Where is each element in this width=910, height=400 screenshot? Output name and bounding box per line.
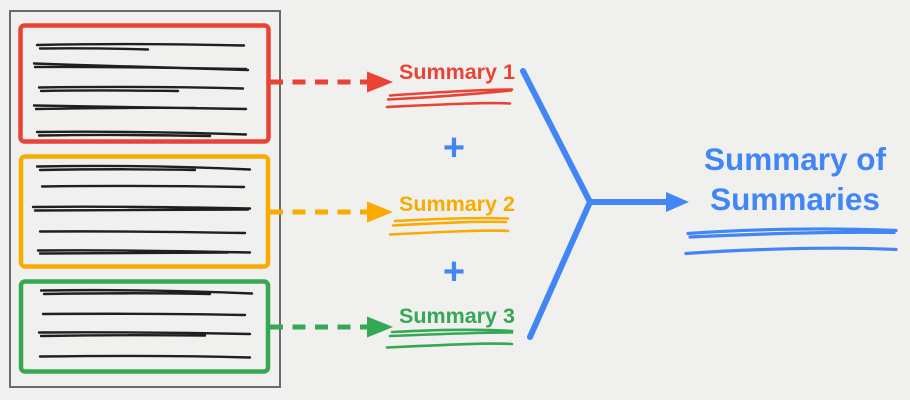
summary-1-scribble: [385, 88, 514, 109]
arrowhead-result-icon: [666, 192, 689, 212]
result-label-line2: Summaries: [710, 181, 880, 217]
plus-operator-top: +: [443, 127, 465, 169]
merge-lines: [520, 68, 669, 340]
result-scribble: [684, 227, 898, 256]
plus-operator-bottom: +: [443, 251, 465, 293]
result-label-line1: Summary of: [704, 141, 887, 177]
section-3-text-scribbles: [37, 288, 254, 359]
summary-3-label: Summary 3: [399, 304, 515, 328]
summary-2-scribble: [388, 216, 510, 236]
section-box-3: [18, 279, 271, 374]
arrowhead-summary-3-icon: [367, 316, 393, 338]
summary-3-scribble: [385, 328, 514, 349]
section-box-2: [18, 154, 271, 269]
document-outline: [9, 10, 281, 388]
arrowhead-summary-1-icon: [367, 71, 393, 93]
summary-2-label: Summary 2: [399, 192, 515, 216]
section-1-text-scribbles: [32, 42, 250, 138]
section-2-text-scribbles: [31, 164, 252, 255]
summary-1-label: Summary 1: [399, 60, 515, 84]
section-box-1: [18, 23, 271, 144]
arrowhead-summary-2-icon: [367, 201, 393, 223]
